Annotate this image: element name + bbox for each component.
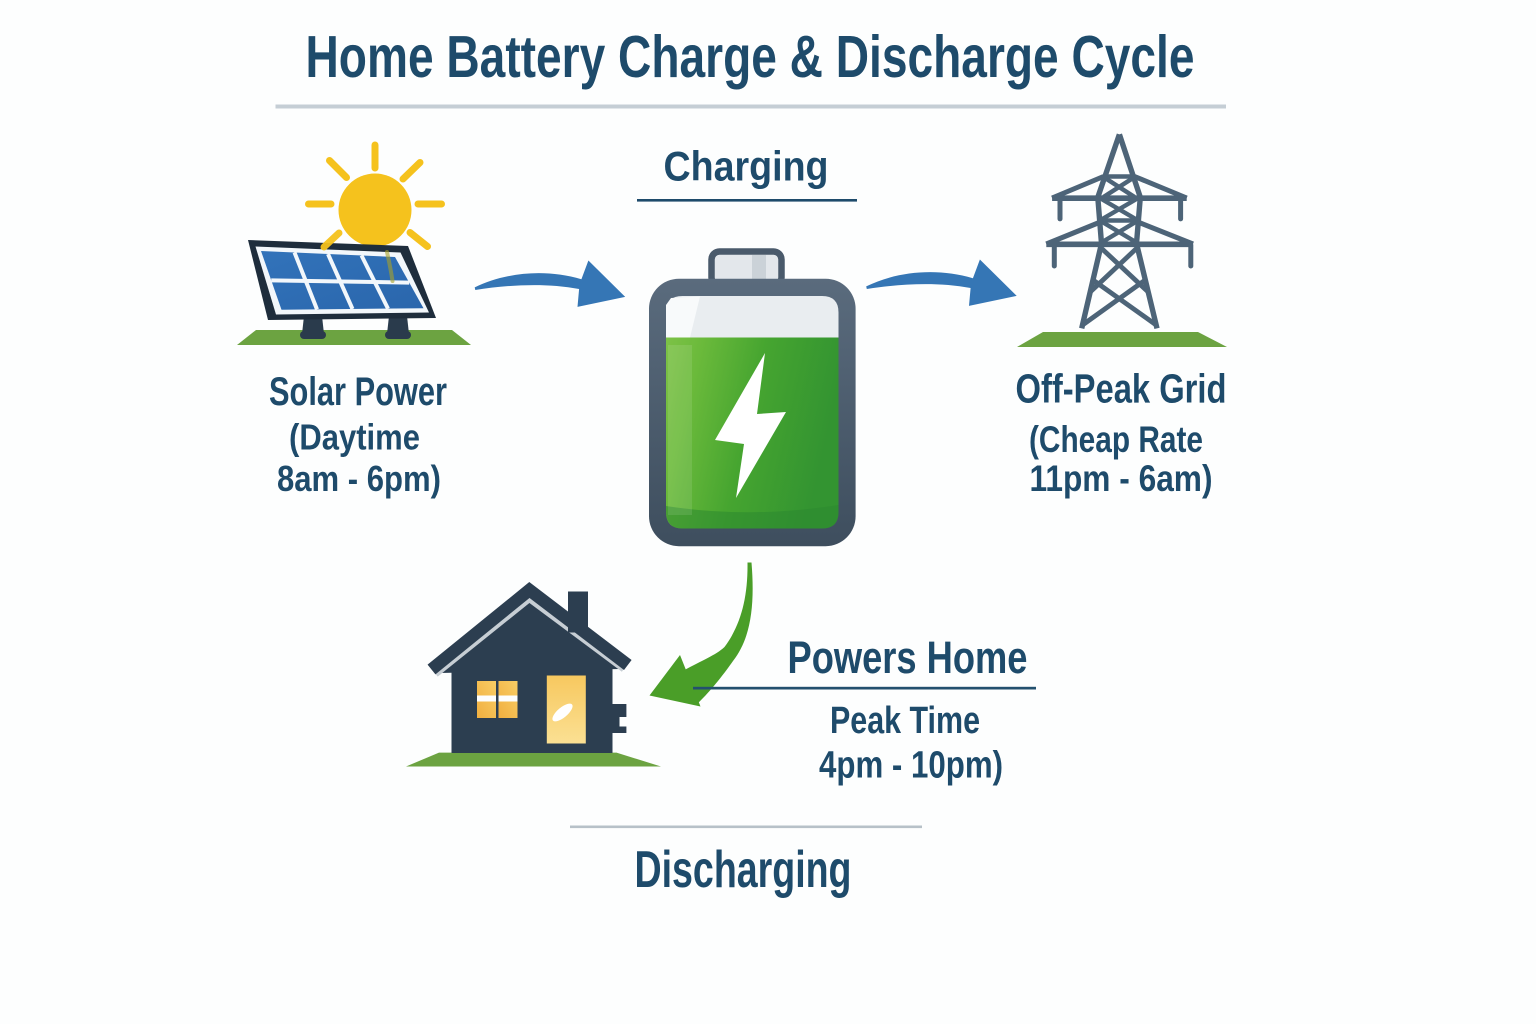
svg-text:8am - 6pm): 8am - 6pm): [277, 458, 441, 499]
svg-text:Home Battery Charge & Discharg: Home Battery Charge & Discharge Cycle: [306, 24, 1195, 90]
svg-text:Discharging: Discharging: [635, 841, 852, 899]
svg-text:Peak Time: Peak Time: [830, 700, 980, 742]
svg-text:(Cheap Rate: (Cheap Rate: [1029, 419, 1203, 460]
svg-text:(Daytime: (Daytime: [289, 417, 420, 458]
svg-text:Solar Power: Solar Power: [269, 370, 447, 414]
svg-text:Charging: Charging: [664, 143, 829, 190]
svg-text:Off-Peak Grid: Off-Peak Grid: [1016, 366, 1227, 412]
svg-text:11pm - 6am): 11pm - 6am): [1030, 458, 1213, 499]
svg-text:Powers Home: Powers Home: [788, 632, 1028, 683]
svg-text:4pm - 10pm): 4pm - 10pm): [819, 745, 1003, 787]
